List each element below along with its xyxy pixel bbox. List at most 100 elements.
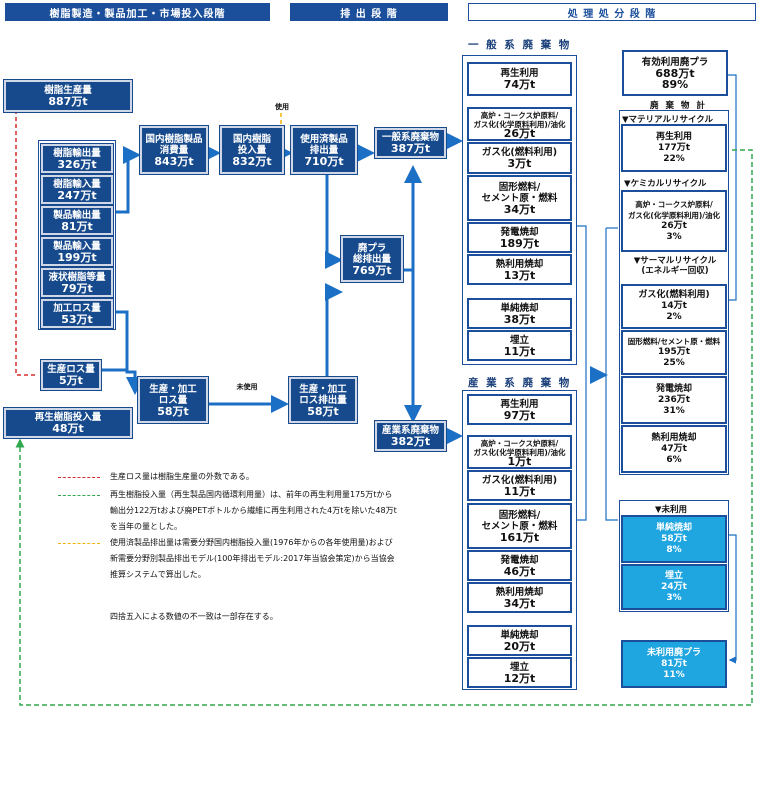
unused-title: ▼未利用	[655, 505, 688, 515]
general-simple-incineration-label: 単純焼却	[500, 302, 539, 314]
material-recycle-pct: 22%	[663, 153, 685, 164]
material-recycle-title: ▼マテリアルリサイクル	[622, 115, 714, 125]
note-green-1: 再生樹脂投入量（再生製品国内循環利用量）は、前年の再生利用量175万tから	[110, 490, 393, 499]
unused-incineration-pct: 8%	[666, 544, 682, 555]
industrial-waste-title: 産 業 系 廃 棄 物	[468, 377, 572, 389]
thermal-solid-fuel-pct: 25%	[663, 358, 685, 368]
recycled-resin-input-box: 再生樹脂投入量 48万t	[3, 407, 133, 439]
domestic-consumption-value: 843万t	[154, 154, 194, 168]
general-solid-fuel-value: 34万t	[503, 202, 536, 216]
domestic-input-value: 832万t	[232, 154, 272, 168]
processing-loss-label: 生産・加工 ロス量	[149, 383, 197, 406]
header-stage-discharge: 排 出 段 階	[290, 3, 448, 21]
thermal-gasification-label: ガス化(燃料利用)	[638, 290, 710, 300]
product-import-label: 製品輸入量	[53, 240, 101, 252]
chemical-recycle-value: 26万t	[661, 221, 687, 231]
industrial-waste-value: 382万t	[390, 435, 431, 448]
thermal-gasification-value: 14万t	[661, 301, 687, 311]
industrial-blast-furnace-label: 高炉・コークス炉原料/ ガス化(化学原料利用)/油化	[473, 438, 566, 457]
processing-loss-input-value: 53万t	[61, 312, 93, 326]
resin-export-label: 樹脂輸出量	[53, 147, 101, 159]
general-gasification-label: ガス化(燃料利用)	[481, 147, 558, 158]
general-waste-title: 一 般 系 廃 棄 物	[468, 39, 572, 51]
note-yellow-3: 推算システムで算出した。	[110, 570, 206, 579]
liquid-resin-value: 79万t	[61, 281, 93, 295]
resin-import-label: 樹脂輸入量	[53, 178, 101, 190]
industrial-blast-furnace-value: 1万t	[507, 454, 532, 468]
resin-production-box: 樹脂生産量 887万t	[3, 79, 133, 113]
effective-use-box: 有効利用廃プラ 688万t 89%	[622, 50, 728, 96]
thermal-heat-value: 47万t	[661, 443, 687, 454]
recycled-resin-input-label: 再生樹脂投入量	[34, 412, 102, 423]
unused-landfill-value: 24万t	[661, 581, 687, 592]
unused-total-label: 未利用廃プラ	[646, 647, 701, 658]
product-export-value: 81万t	[61, 219, 93, 233]
thermal-power-value: 236万t	[657, 394, 691, 405]
used-label: 使用	[275, 103, 289, 111]
domestic-consumption-label: 国内樹脂製品 消費量	[145, 133, 203, 156]
industrial-landfill-label: 埋立	[509, 661, 529, 673]
industrial-gasification-label: ガス化(燃料利用)	[481, 474, 558, 486]
domestic-input-label: 国内樹脂 投入量	[232, 133, 271, 156]
unused-landfill-label: 埋立	[664, 570, 683, 581]
thermal-solid-fuel-value: 195万t	[657, 347, 691, 357]
general-blast-furnace-label: 高炉・コークス炉原料/ ガス化(化学原料利用)/油化	[473, 110, 566, 129]
note-rounding: 四捨五入による数値の不一致は一部存在する。	[110, 612, 278, 621]
resin-import-value: 247万t	[57, 188, 97, 202]
unused-incineration-label: 単純焼却	[655, 522, 692, 533]
processing-discharge-label: 生産・加工 ロス排出量	[299, 383, 347, 406]
legend-green-dash	[58, 495, 100, 496]
thermal-solid-fuel-label: 固形燃料/セメント原・燃料	[627, 337, 721, 346]
general-solid-fuel-label: 固形燃料/ セメント原・燃料	[481, 181, 558, 204]
note-green-2: 輸出分122万tおよび廃PETボトルから繊維に再生利用された4万tを除いた48万…	[110, 506, 397, 515]
material-recycle-label: 再生利用	[655, 131, 692, 142]
general-gasification: ガス化(燃料利用)3万t	[467, 142, 572, 174]
industrial-recycle-label: 再生利用	[500, 398, 539, 410]
production-loss-box: 生産ロス量 5万t	[40, 359, 102, 391]
effective-use-label: 有効利用廃プラ	[641, 56, 709, 68]
header-stage-treatment: 処 理 処 分 段 階	[468, 3, 756, 21]
thermal-power-label: 発電焼却	[655, 383, 692, 394]
effective-use-pct: 89%	[661, 77, 689, 91]
thermal-gasification-pct: 2%	[666, 312, 682, 322]
product-import-value: 199万t	[57, 250, 97, 264]
production-loss-label: 生産ロス量	[47, 364, 95, 375]
general-waste-value: 387万t	[390, 142, 431, 155]
industrial-solid-fuel-value: 161万t	[499, 530, 540, 544]
resin-production-value: 887万t	[48, 95, 88, 108]
general-simple-incineration-value: 38万t	[503, 312, 536, 326]
chemical-recycle-pct: 3%	[666, 232, 682, 242]
note-green-3: を当年の量とした。	[110, 522, 182, 531]
general-gasification-value: 3万t	[507, 157, 532, 170]
general-recycle-label: 再生利用	[500, 68, 539, 79]
industrial-gasification: ガス化(燃料利用)11万t	[467, 470, 572, 501]
total-discharge-label: 廃プラ 総排出量	[352, 242, 391, 265]
used-discharge-label: 使用済製品 排出量	[300, 133, 348, 156]
